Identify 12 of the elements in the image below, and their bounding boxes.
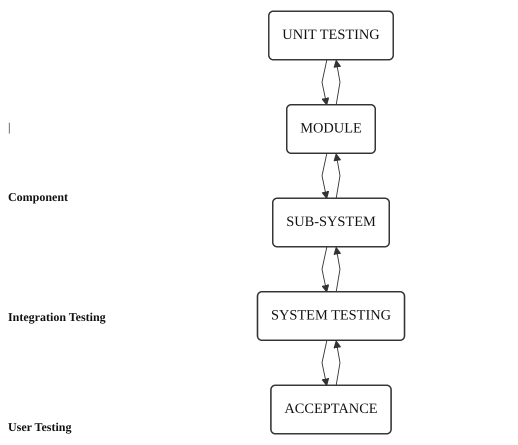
arrow bbox=[321, 340, 330, 386]
stage-label: Integration Testing bbox=[8, 310, 106, 325]
arrow bbox=[333, 246, 342, 293]
arrow bbox=[333, 60, 342, 106]
stage-label: User Testing bbox=[8, 420, 72, 435]
arrow bbox=[321, 246, 330, 293]
arrow bbox=[321, 153, 330, 200]
stage-label: Component bbox=[8, 190, 68, 205]
arrow bbox=[321, 60, 330, 106]
arrow bbox=[333, 153, 342, 200]
stray-mark: | bbox=[8, 120, 10, 135]
arrow bbox=[333, 340, 342, 386]
